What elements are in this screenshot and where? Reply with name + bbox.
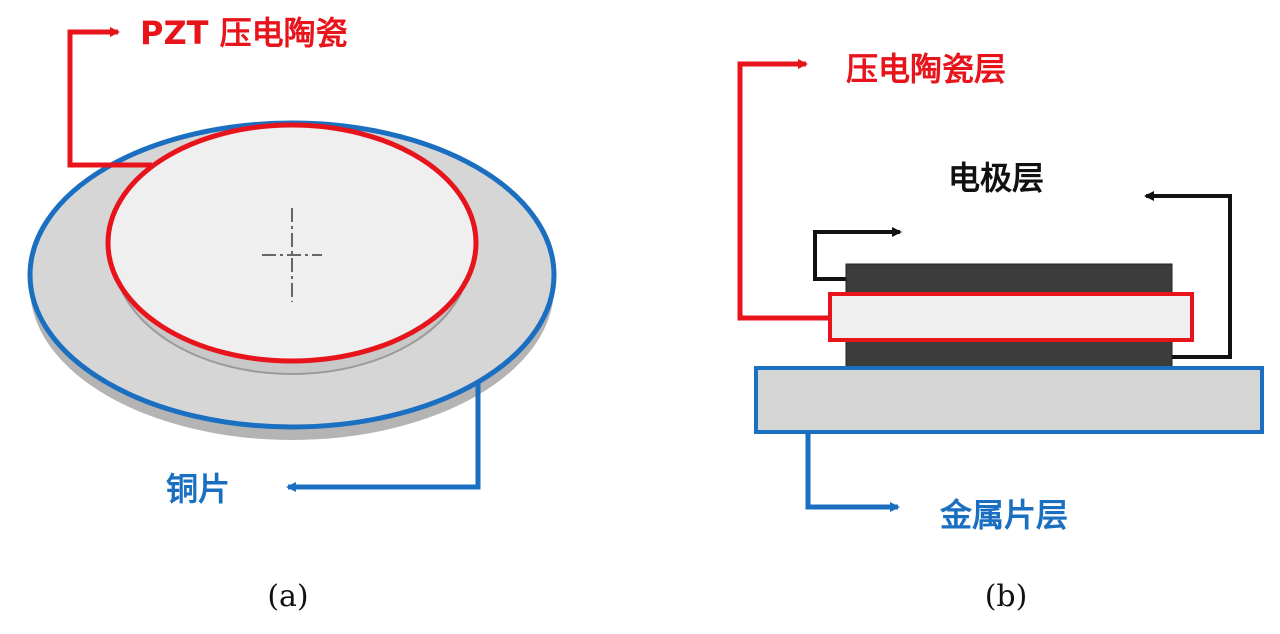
metal-layer-label: 金属片层 bbox=[939, 496, 1068, 534]
copper-label: 铜片 bbox=[166, 470, 230, 508]
electrode-leader-arrow-left bbox=[813, 227, 902, 281]
piezo-layer-label: 压电陶瓷层 bbox=[846, 50, 1006, 88]
metal-layer-leader-arrow bbox=[805, 432, 900, 512]
copper-leader-arrow bbox=[286, 380, 481, 492]
caption-a: (a) bbox=[267, 579, 308, 614]
pzt-label: PZT 压电陶瓷 bbox=[140, 14, 348, 52]
panel-b: 压电陶瓷层 电极层 金属片层 (b) bbox=[737, 50, 1264, 614]
electrode-label: 电极层 bbox=[948, 159, 1044, 197]
pzt-leader-arrow bbox=[67, 27, 152, 168]
caption-b: (b) bbox=[985, 579, 1028, 614]
electrode-leader-arrow-right bbox=[1144, 191, 1232, 359]
piezo-ceramic-layer bbox=[828, 292, 1194, 342]
piezo-layer-leader-arrow bbox=[737, 59, 830, 321]
center-cross-mark bbox=[262, 208, 322, 302]
metal-sheet-layer bbox=[754, 366, 1264, 434]
panel-a: PZT 压电陶瓷 铜片 (a) bbox=[27, 14, 557, 614]
